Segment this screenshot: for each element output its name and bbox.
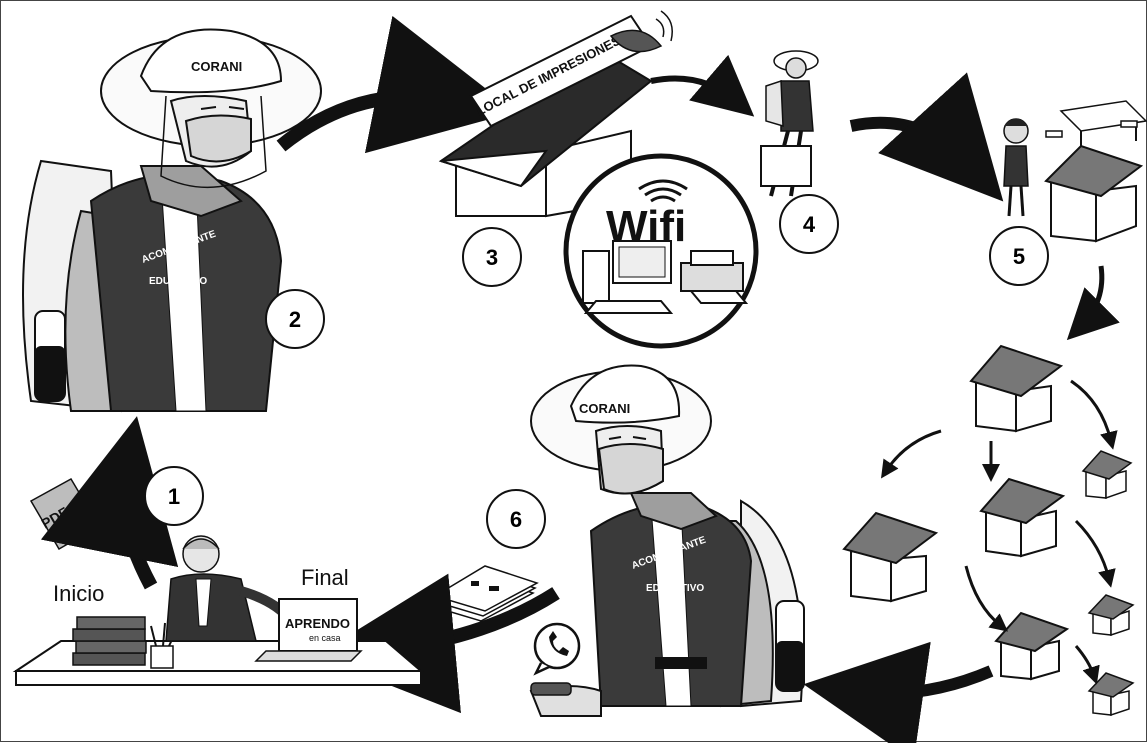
computer-tower-icon: [582, 250, 610, 304]
antenna-icon: [609, 29, 663, 53]
arrow-6-to-final: [315, 573, 560, 714]
teacher-desk-scene: APRENDO en casa: [12, 535, 424, 686]
house-g: [1087, 672, 1135, 717]
step-2-marker: 2: [265, 289, 325, 349]
field-worker-figure-top: ACOMPAÑANTE EDUCATIVO CORANI: [22, 28, 322, 413]
arrow-4-to-5: [849, 72, 1004, 202]
hat-text-2: CORANI: [579, 401, 630, 416]
arrow-3-to-4: [650, 54, 755, 117]
village-houses: [842, 344, 1135, 717]
house-e: [1087, 594, 1135, 637]
step-4-marker: 4: [779, 194, 839, 254]
arrow-1-to-2: [40, 416, 179, 590]
laptop-sub-text: en casa: [309, 633, 341, 643]
step-6-label: 6: [510, 507, 522, 532]
step-1-marker: 1: [144, 466, 204, 526]
hat-text-1: CORANI: [191, 59, 242, 74]
arrow-houses-to-6: [803, 641, 994, 743]
arrow-5-to-houses: [1066, 265, 1120, 341]
wifi-icon: [638, 179, 688, 203]
field-worker-figure-bottom: ACOMPAÑANTE EDUCATIVO CORANI: [529, 364, 805, 717]
carried-box-icon: [760, 145, 812, 187]
vest-text-bottom-1: EDUCATIVO: [149, 276, 207, 287]
laptop-brand-text: APRENDO: [285, 616, 350, 631]
step-3-marker: 3: [462, 227, 522, 287]
step-2-label: 2: [289, 307, 301, 332]
student-home-scene: [1003, 100, 1147, 243]
house-f: [994, 611, 1070, 681]
pdf-file-icon: PDF: [29, 477, 101, 551]
vest-text-bottom-2: EDUCATIVO: [646, 583, 704, 594]
house-b: [1081, 450, 1133, 500]
arrow-2-to-3: [276, 15, 516, 154]
start-label: Inicio: [53, 581, 104, 606]
house-d: [842, 511, 939, 603]
phone-icon: [530, 682, 572, 696]
house-c: [979, 477, 1066, 558]
wifi-equipment-circle: Wifi: [563, 153, 759, 349]
house-a: [969, 344, 1064, 433]
laptop-icon: APRENDO en casa: [254, 598, 363, 662]
whatsapp-icon: [533, 622, 581, 676]
step-4-label: 4: [803, 212, 816, 237]
step-3-label: 3: [486, 245, 498, 270]
step-5-label: 5: [1013, 244, 1025, 269]
keyboard-icon: [583, 300, 674, 314]
print-shop-building: LOCAL DE IMPRESIONES: [438, 10, 673, 218]
step-6-marker: 6: [486, 489, 546, 549]
step-1-label: 1: [168, 484, 180, 509]
end-label: Final: [301, 565, 349, 590]
house-roof: [1044, 144, 1144, 198]
step-5-marker: 5: [989, 226, 1049, 286]
printer-icon: [680, 250, 749, 304]
books-stack-icon: [72, 616, 147, 666]
pencil-cup-icon: [150, 645, 174, 669]
walking-worker-figure: [760, 50, 819, 197]
